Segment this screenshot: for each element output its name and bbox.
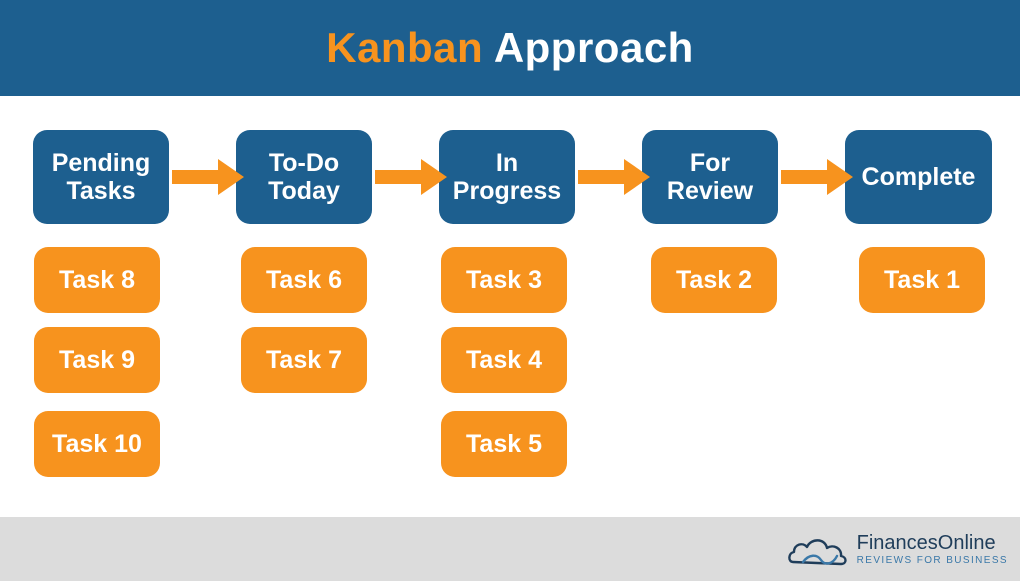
task-card[interactable]: Task 8 [34,247,160,313]
column-header-line: Review [666,177,754,205]
column-header-line: To-Do [268,149,340,177]
column-header-line: For [689,149,731,177]
column-header-line: Pending [51,149,151,177]
task-card[interactable]: Task 9 [34,327,160,393]
column-header-to-do-today: To-Do Today [236,130,372,224]
arrow-right-icon [375,159,447,195]
column-header-in-progress: In Progress [439,130,575,224]
task-card[interactable]: Task 4 [441,327,567,393]
column-header-line: Progress [452,177,562,205]
arrow-right-icon [578,159,650,195]
arrow-right-icon [781,159,853,195]
title-accent: Kanban [326,24,484,71]
header-banner: Kanban Approach [0,0,1020,96]
arrow-right-icon [172,159,244,195]
page-title: Kanban Approach [326,24,694,72]
column-header-line: Complete [861,163,976,191]
cloud-logo-icon [787,539,847,566]
column-header-for-review: For Review [642,130,778,224]
column-header-complete: Complete [845,130,992,224]
kanban-board: Pending Tasks To-Do Today In Progress Fo… [0,96,1020,517]
footer-bar: FinancesOnline REVIEWS FOR BUSINESS [0,517,1020,581]
title-main: Approach [493,24,694,71]
brand-tagline: REVIEWS FOR BUSINESS [856,555,1008,566]
task-card[interactable]: Task 5 [441,411,567,477]
task-card[interactable]: Task 6 [241,247,367,313]
task-card[interactable]: Task 10 [34,411,160,477]
task-card[interactable]: Task 1 [859,247,985,313]
column-header-pending-tasks: Pending Tasks [33,130,169,224]
brand-name: FinancesOnline [856,532,996,554]
task-card[interactable]: Task 3 [441,247,567,313]
task-card[interactable]: Task 2 [651,247,777,313]
task-card[interactable]: Task 7 [241,327,367,393]
column-header-line: In [495,149,519,177]
column-header-line: Tasks [66,177,136,205]
column-header-line: Today [268,177,340,205]
brand-logo: FinancesOnline REVIEWS FOR BUSINESS [787,527,1008,573]
